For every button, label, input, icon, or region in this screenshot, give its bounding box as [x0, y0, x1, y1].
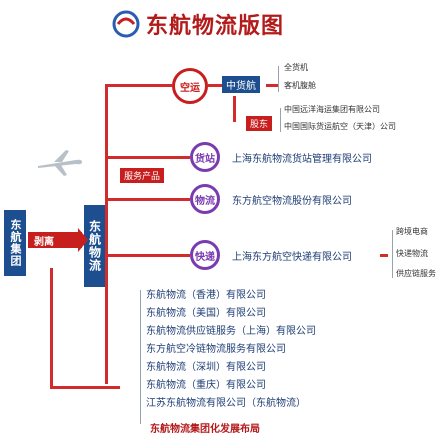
air-line-0: 全货机 [284, 63, 308, 72]
branch-0-line [108, 156, 190, 159]
page-title: 东航物流版图 [146, 14, 285, 39]
footer-caption: 东航物流集团化发展布局 [150, 424, 260, 435]
subsidiary-0: 东航物流（香港）有限公司 [146, 290, 266, 301]
branch-1-line [108, 198, 190, 201]
partner-bracket [280, 108, 281, 132]
subsidiary-1: 东航物流（美国）有限公司 [146, 308, 266, 319]
air-lines-connector [266, 84, 278, 87]
product-tag: 服务产品 [120, 168, 165, 183]
branch-0-circle: 货站 [190, 142, 220, 172]
branch-2-side-2: 供应链服务 [396, 269, 436, 278]
partner-line-0: 中国远洋海运集团有限公司 [284, 105, 380, 114]
branch-2-circle-label: 快递 [195, 251, 215, 263]
branch-2-side-0: 跨境电商 [396, 227, 428, 236]
branch-2-side-bracket [392, 230, 393, 278]
partner-line-1: 中国国际货运航空（天津）公司 [284, 122, 396, 131]
subsidiary-5: 东航物流（重庆）有限公司 [146, 380, 266, 391]
sub-connector-line [50, 386, 120, 389]
header: 东航物流版图 [112, 8, 372, 40]
branch-2-circle: 快递 [190, 240, 220, 270]
partner-line [233, 96, 236, 122]
air-tag-connector [208, 84, 222, 87]
main-label: 东航物流 [84, 205, 106, 287]
subsidiary-bracket [140, 290, 141, 424]
branch-2-side-1: 快递物流 [396, 249, 428, 258]
branch-2-line [108, 254, 190, 257]
arrow-head-icon [78, 228, 88, 252]
branch-0-circle-label: 货站 [195, 153, 215, 165]
subsidiary-2: 东航物流供应链服务（上海）有限公司 [146, 326, 316, 337]
branch-0-text: 上海东航物流货站管理有限公司 [232, 154, 372, 165]
branch-1-circle: 物流 [190, 184, 220, 214]
subsidiary-4: 东航物流（深圳）有限公司 [146, 362, 266, 373]
arrow-label: 剥离 [34, 237, 54, 248]
partner-tag: 股东 [246, 116, 273, 131]
subsidiary-3: 东方航空冷链物流服务有限公司 [146, 344, 286, 355]
air-circle-label: 空运 [180, 82, 200, 94]
air-circle: 空运 [172, 68, 208, 104]
air-lines-bracket [278, 66, 279, 92]
arrow-bar [28, 232, 82, 248]
branch-2-side-connector [380, 254, 388, 257]
branch-2-text: 上海东方航空快递有限公司 [232, 252, 352, 263]
root-label: 东航集团 [4, 210, 26, 276]
air-line-1: 客机腹舱 [284, 81, 316, 90]
subsidiary-6: 江苏东航物流有限公司（东航物流） [146, 398, 306, 409]
branch-1-circle-label: 物流 [195, 195, 215, 207]
branch-1-text: 东方航空物流股份有限公司 [232, 196, 352, 207]
sub-trunk-line [50, 268, 53, 388]
airplane-icon [38, 150, 82, 176]
air-tag: 中货航 [222, 76, 260, 93]
air-branch-line [108, 84, 172, 87]
eastern-logo-icon [112, 10, 140, 38]
trunk-line [105, 84, 108, 384]
